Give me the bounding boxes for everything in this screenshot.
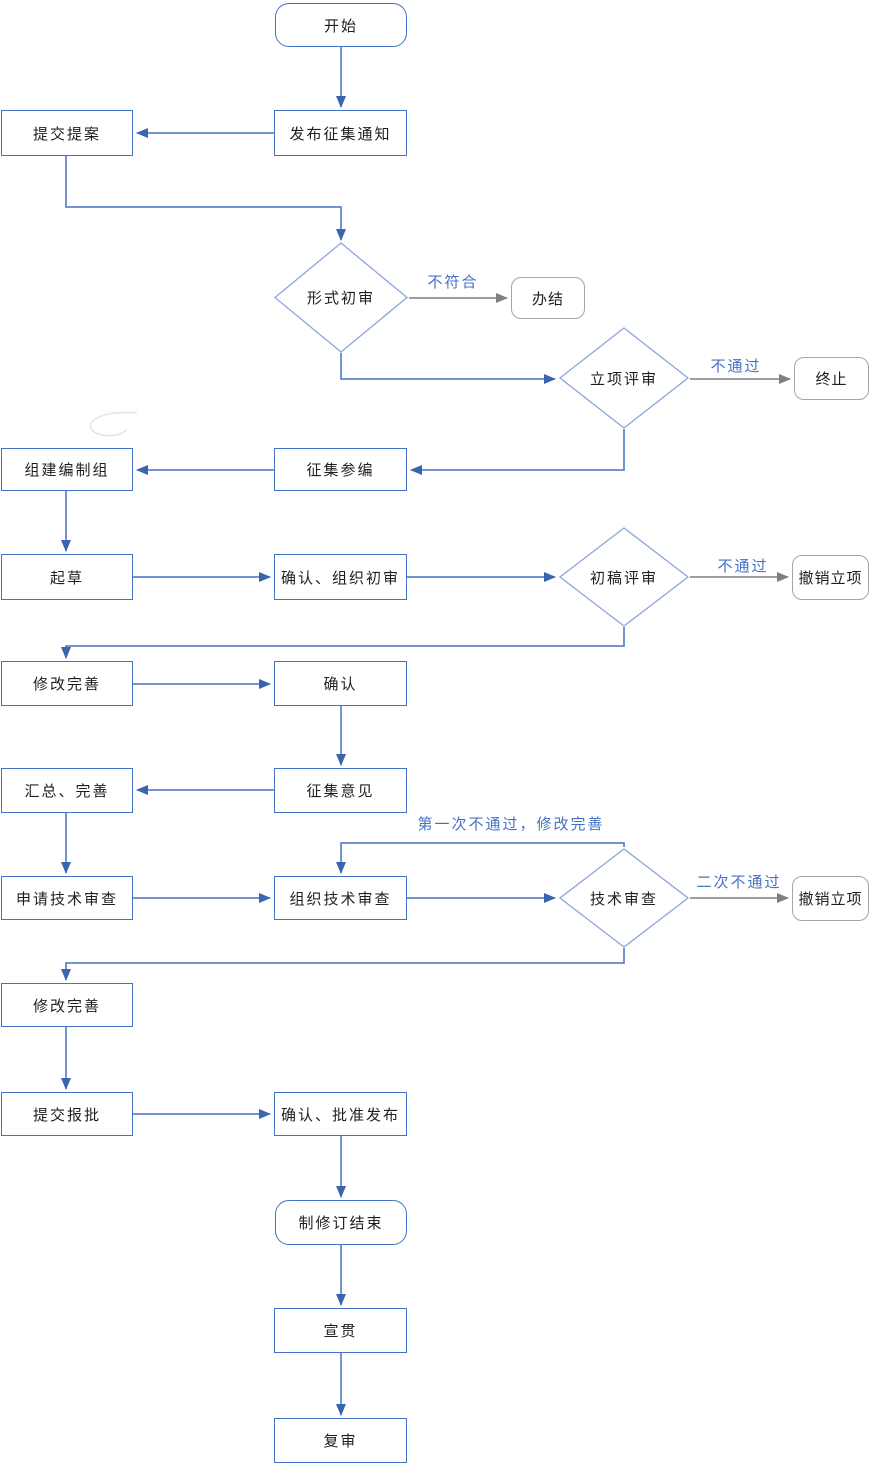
node-confirm: 确认 bbox=[274, 661, 407, 706]
node-confirm-organize-initial-review: 确认、组织初审 bbox=[274, 554, 407, 600]
node-solicit-opinions-label: 征集意见 bbox=[306, 783, 375, 800]
node-project-approval-review: 立项评审 bbox=[558, 327, 690, 429]
node-publicize-label: 宣贯 bbox=[323, 1323, 358, 1340]
node-revoke-project-1-label: 撤销立项 bbox=[798, 570, 863, 587]
diamond-shape bbox=[273, 242, 409, 353]
node-summarize-improve-label: 汇总、完善 bbox=[24, 783, 110, 800]
node-start-label: 开始 bbox=[323, 17, 358, 35]
node-revoke-project-2-label: 撤销立项 bbox=[798, 891, 863, 908]
edge-label-project-review-fail: 不通过 bbox=[710, 358, 762, 375]
node-collect-participants-label: 征集参编 bbox=[306, 462, 375, 479]
node-formal-review: 形式初审 bbox=[273, 242, 409, 353]
node-project-approval-review-label: 立项评审 bbox=[589, 370, 658, 388]
node-revision-end: 制修订结束 bbox=[275, 1200, 407, 1245]
node-summarize-improve: 汇总、完善 bbox=[1, 768, 133, 813]
node-revise-improve-1: 修改完善 bbox=[1, 661, 133, 706]
node-draft-label: 起草 bbox=[49, 569, 84, 587]
node-confirm-organize-initial-review-label: 确认、组织初审 bbox=[280, 569, 400, 587]
node-solicit-opinions: 征集意见 bbox=[274, 768, 407, 813]
node-technical-review-label: 技术审查 bbox=[589, 890, 658, 908]
node-confirm-approve-publish-label: 确认、批准发布 bbox=[280, 1106, 400, 1124]
decorative-swoosh bbox=[89, 411, 138, 437]
gray-connectors bbox=[409, 293, 791, 903]
node-confirm-approve-publish: 确认、批准发布 bbox=[274, 1092, 407, 1136]
node-formal-review-label: 形式初审 bbox=[306, 290, 375, 307]
node-revise-improve-1-label: 修改完善 bbox=[32, 676, 101, 693]
node-submit-for-approval: 提交报批 bbox=[1, 1092, 133, 1136]
edge-label-formal-review-fail: 不符合 bbox=[427, 274, 479, 291]
diamond-shape bbox=[558, 327, 690, 429]
node-organize-technical-review: 组织技术审查 bbox=[274, 876, 407, 920]
node-terminate-label: 终止 bbox=[815, 371, 848, 388]
node-technical-review: 技术审查 bbox=[558, 848, 690, 948]
node-apply-technical-review: 申请技术审查 bbox=[1, 876, 133, 920]
node-form-drafting-group-label: 组建编制组 bbox=[24, 462, 110, 479]
node-revise-improve-2: 修改完善 bbox=[1, 983, 133, 1027]
edge-label-technical-second-fail: 二次不通过 bbox=[696, 874, 782, 891]
node-first-draft-review-label: 初稿评审 bbox=[589, 569, 658, 587]
node-revoke-project-2: 撤销立项 bbox=[792, 876, 869, 921]
node-start: 开始 bbox=[275, 3, 407, 47]
node-publicize: 宣贯 bbox=[274, 1308, 407, 1353]
node-confirm-label: 确认 bbox=[323, 676, 358, 693]
node-collect-participants: 征集参编 bbox=[274, 448, 407, 491]
node-revision-end-label: 制修订结束 bbox=[298, 1215, 384, 1232]
edge-label-technical-first-fail: 第一次不通过，修改完善 bbox=[417, 816, 605, 833]
node-draft: 起草 bbox=[1, 554, 133, 600]
node-revise-improve-2-label: 修改完善 bbox=[32, 997, 101, 1015]
node-submit-for-approval-label: 提交报批 bbox=[32, 1106, 101, 1124]
edge-label-first-draft-fail: 不通过 bbox=[717, 558, 769, 575]
node-publish-notice-label: 发布征集通知 bbox=[289, 125, 392, 143]
node-submit-proposal-label: 提交提案 bbox=[32, 125, 101, 143]
node-final-review-label: 复审 bbox=[323, 1433, 358, 1450]
node-revoke-project-1: 撤销立项 bbox=[792, 555, 869, 600]
node-form-drafting-group: 组建编制组 bbox=[1, 448, 133, 491]
diamond-shape bbox=[558, 848, 690, 948]
node-first-draft-review: 初稿评审 bbox=[558, 527, 690, 627]
node-organize-technical-review-label: 组织技术审查 bbox=[289, 890, 392, 908]
node-apply-technical-review-label: 申请技术审查 bbox=[15, 890, 118, 908]
diamond-shape bbox=[558, 527, 690, 627]
node-final-review: 复审 bbox=[274, 1418, 407, 1463]
node-publish-notice: 发布征集通知 bbox=[274, 110, 407, 156]
node-submit-proposal: 提交提案 bbox=[1, 110, 133, 156]
node-close-case-label: 办结 bbox=[531, 290, 564, 308]
blue-connectors bbox=[61, 46, 625, 1416]
node-close-case: 办结 bbox=[511, 277, 585, 319]
node-terminate: 终止 bbox=[794, 357, 869, 400]
